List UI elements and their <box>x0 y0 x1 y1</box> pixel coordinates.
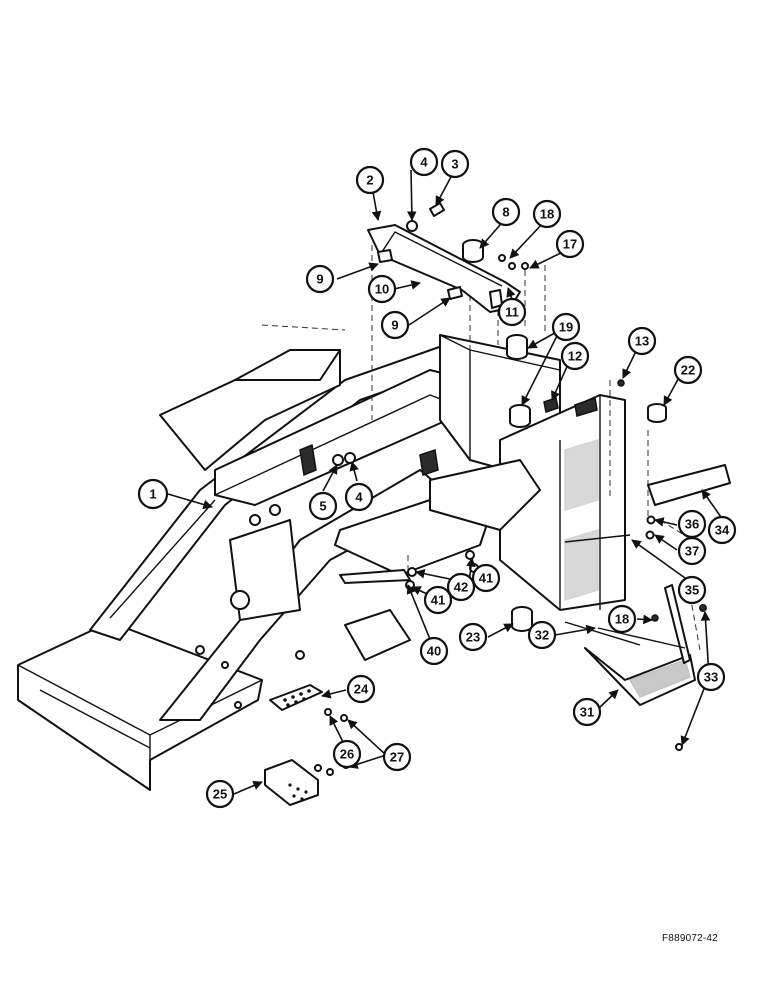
callout-3: 3 <box>440 149 470 179</box>
svg-text:24: 24 <box>354 682 369 697</box>
callout-4: 4 <box>409 147 439 177</box>
svg-text:31: 31 <box>580 705 594 720</box>
svg-text:26: 26 <box>340 747 354 762</box>
callout-18: 18 <box>607 604 637 634</box>
callout-4: 4 <box>344 482 374 512</box>
callout-42: 42 <box>446 572 476 602</box>
svg-text:23: 23 <box>466 630 480 645</box>
callout-17: 17 <box>555 229 585 259</box>
callout-5: 5 <box>308 491 338 521</box>
svg-text:1: 1 <box>149 487 156 502</box>
callout-2: 2 <box>355 165 385 195</box>
callout-24: 24 <box>346 674 376 704</box>
callout-35: 35 <box>677 575 707 605</box>
callout-32: 32 <box>527 620 557 650</box>
svg-text:41: 41 <box>479 571 493 586</box>
svg-text:13: 13 <box>635 334 649 349</box>
callout-26: 26 <box>332 739 362 769</box>
svg-text:41: 41 <box>431 593 445 608</box>
callout-40: 40 <box>419 636 449 666</box>
svg-text:4: 4 <box>355 490 363 505</box>
svg-text:17: 17 <box>563 237 577 252</box>
callout-22: 22 <box>673 355 703 385</box>
callout-12: 12 <box>560 341 590 371</box>
callout-9: 9 <box>380 310 410 340</box>
svg-text:25: 25 <box>213 787 227 802</box>
callout-33: 33 <box>696 662 726 692</box>
svg-text:3: 3 <box>451 157 458 172</box>
svg-text:18: 18 <box>540 207 554 222</box>
svg-text:37: 37 <box>685 544 699 559</box>
callout-11: 11 <box>497 297 527 327</box>
callout-19: 19 <box>551 312 581 342</box>
upper-crossmember <box>367 202 667 632</box>
callout-36: 36 <box>677 509 707 539</box>
callout-34: 34 <box>707 515 737 545</box>
callout-37: 37 <box>677 536 707 566</box>
svg-text:9: 9 <box>316 272 323 287</box>
svg-text:5: 5 <box>319 499 326 514</box>
figure-id-label: F889072-42 <box>662 933 718 944</box>
loose-parts <box>264 452 731 806</box>
leader-lines <box>167 169 729 795</box>
callout-9: 9 <box>305 264 335 294</box>
svg-text:36: 36 <box>685 517 699 532</box>
svg-text:22: 22 <box>681 363 695 378</box>
main-frame <box>17 334 626 791</box>
svg-text:32: 32 <box>535 628 549 643</box>
callout-1: 1 <box>137 478 169 510</box>
svg-text:42: 42 <box>454 580 468 595</box>
svg-text:34: 34 <box>715 523 730 538</box>
callout-33: 33 <box>704 670 718 685</box>
callout-41: 41 <box>471 563 501 593</box>
svg-text:19: 19 <box>559 320 573 335</box>
svg-text:40: 40 <box>427 644 441 659</box>
callout-25: 25 <box>205 779 235 809</box>
svg-text:18: 18 <box>615 612 629 627</box>
callout-18: 18 <box>532 199 562 229</box>
svg-text:2: 2 <box>366 173 373 188</box>
callout-27: 27 <box>323 789 337 804</box>
svg-text:33: 33 <box>704 670 718 685</box>
svg-text:35: 35 <box>685 583 699 598</box>
callout-31: 31 <box>572 697 602 727</box>
callout-8: 8 <box>491 197 521 227</box>
svg-text:11: 11 <box>505 305 519 320</box>
callout-10: 10 <box>367 274 397 304</box>
callout-27: 27 <box>382 742 412 772</box>
callout-13: 13 <box>627 326 657 356</box>
svg-text:8: 8 <box>502 205 509 220</box>
svg-text:10: 10 <box>375 282 389 297</box>
callout-41: 41 <box>423 585 453 615</box>
svg-text:9: 9 <box>391 318 398 333</box>
svg-text:4: 4 <box>420 155 428 170</box>
svg-text:12: 12 <box>568 349 582 364</box>
callout-23: 23 <box>458 622 488 652</box>
svg-text:27: 27 <box>390 750 404 765</box>
